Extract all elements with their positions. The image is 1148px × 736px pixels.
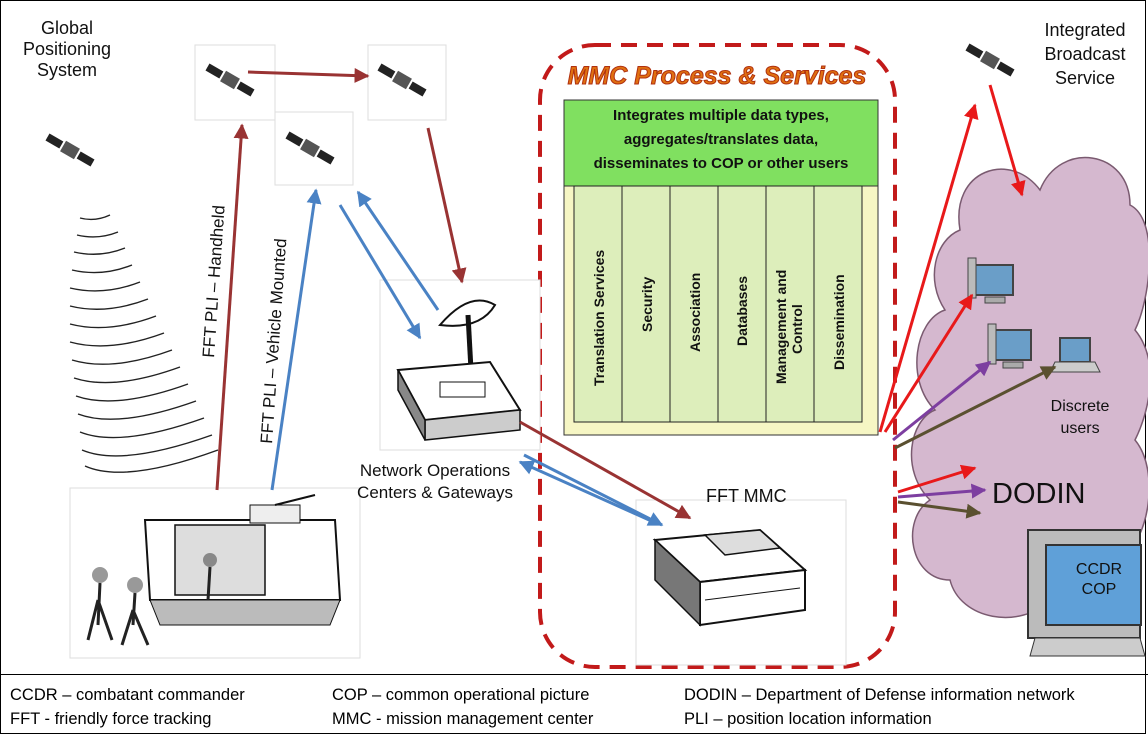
label-ccdr-cop: CCDR COP bbox=[1064, 560, 1134, 600]
arrow-mmc-to-dodin-red bbox=[897, 464, 977, 494]
legend-ccdr: CCDR – combatant commander bbox=[10, 686, 245, 704]
label-fft-handheld: FFT PLI – Handheld bbox=[199, 205, 229, 359]
gps-signal-arcs bbox=[69, 214, 219, 473]
legend-dodin: DODIN – Department of Defense informatio… bbox=[684, 686, 1075, 704]
mmc-description: Integrates multiple data types, aggregat… bbox=[566, 104, 876, 176]
label-gps-line1: Global bbox=[40, 18, 94, 38]
column-mgmt-line1: Management and bbox=[773, 270, 789, 384]
fft-mmc-building bbox=[635, 499, 847, 666]
column-association: Association bbox=[687, 273, 703, 352]
arrow-ibs-to-cloud bbox=[988, 84, 1026, 197]
legend-pli: PLI – position location information bbox=[684, 710, 932, 728]
satellite-1 bbox=[194, 44, 276, 121]
vehicle-soldiers-illustration bbox=[69, 487, 361, 659]
column-mgmt-line2: Control bbox=[789, 304, 805, 354]
label-ibs-line3: Service bbox=[1054, 68, 1116, 88]
arrow-noc-to-mmc bbox=[519, 420, 692, 520]
arrow-sat2-to-noc bbox=[338, 204, 422, 340]
mmc-description-line1: Integrates multiple data types, bbox=[613, 107, 829, 124]
arrow-vehicle-uplink bbox=[270, 188, 322, 491]
ccdr-cop-computer bbox=[1027, 529, 1146, 657]
label-ccdr-line2: COP bbox=[1081, 581, 1117, 598]
legend-cop: COP – common operational picture bbox=[332, 686, 590, 704]
label-discrete-users: Discrete users bbox=[1040, 396, 1120, 440]
label-fft-vehicle: FFT PLI – Vehicle Mounted bbox=[257, 238, 290, 445]
arrow-handheld-uplink bbox=[215, 123, 249, 491]
arrow-sat1-to-sat3 bbox=[247, 68, 370, 84]
label-fft-mmc: FFT MMC bbox=[706, 486, 787, 506]
legend-mmc: MMC - mission management center bbox=[332, 710, 594, 728]
arrow-noc-to-sat2 bbox=[356, 190, 440, 311]
label-discrete-line2: users bbox=[1060, 420, 1100, 437]
network-operations-center-building bbox=[379, 279, 541, 451]
arrow-mmc-to-noc bbox=[518, 460, 659, 526]
column-databases: Databases bbox=[734, 276, 750, 346]
arrow-sat3-to-noc bbox=[426, 127, 467, 284]
arrow-mmc-to-dodin-purple bbox=[897, 483, 987, 499]
laptop bbox=[1049, 337, 1101, 373]
column-security: Security bbox=[639, 277, 655, 332]
arrow-mmc-to-ibs bbox=[878, 103, 979, 433]
mmc-description-line2: aggregates/translates data, bbox=[623, 131, 819, 148]
legend-fft: FFT - friendly force tracking bbox=[10, 710, 212, 728]
label-gps-line3: System bbox=[36, 60, 97, 80]
label-ibs-line1: Integrated bbox=[1044, 20, 1126, 40]
label-gps-line2: Positioning bbox=[22, 39, 112, 59]
label-ccdr-line1: CCDR bbox=[1075, 561, 1123, 578]
gps-satellite bbox=[18, 110, 128, 190]
column-management-and-control: Management and Control bbox=[773, 266, 805, 384]
label-discrete-line1: Discrete bbox=[1050, 398, 1110, 415]
satellite-3 bbox=[367, 44, 447, 121]
label-ibs-line2: Broadcast bbox=[1044, 44, 1126, 64]
computer-1 bbox=[967, 257, 1014, 304]
label-dodin: DODIN bbox=[992, 478, 1086, 510]
label-ibs: Integrated Broadcast Service bbox=[1030, 18, 1140, 90]
satellite-ibs bbox=[955, 22, 1035, 102]
arrow-noc-to-mmc-blue bbox=[523, 453, 664, 527]
column-translation-services: Translation Services bbox=[591, 250, 607, 386]
label-noc-line2: Centers & Gateways bbox=[357, 483, 513, 502]
arrow-mmc-to-dodin-olive bbox=[897, 500, 982, 519]
label-noc-line1: Network Operations bbox=[359, 461, 511, 480]
label-network-operations: Network Operations Centers & Gateways bbox=[330, 460, 540, 504]
computer-2 bbox=[987, 323, 1032, 369]
column-dissemination: Dissemination bbox=[831, 274, 847, 370]
arrow-mmc-to-computer2 bbox=[892, 360, 992, 442]
legend-separator bbox=[0, 674, 1148, 675]
service-columns: Translation Services Security Associatio… bbox=[573, 185, 863, 423]
arrow-mmc-to-laptop bbox=[894, 365, 1057, 450]
satellite-2 bbox=[274, 111, 354, 186]
mmc-description-line3: disseminates to COP or other users bbox=[593, 155, 849, 172]
mmc-title: MMC Process & Services bbox=[567, 62, 867, 91]
arrow-mmc-to-computer1 bbox=[883, 293, 974, 433]
label-gps: Global Positioning System bbox=[22, 18, 112, 81]
